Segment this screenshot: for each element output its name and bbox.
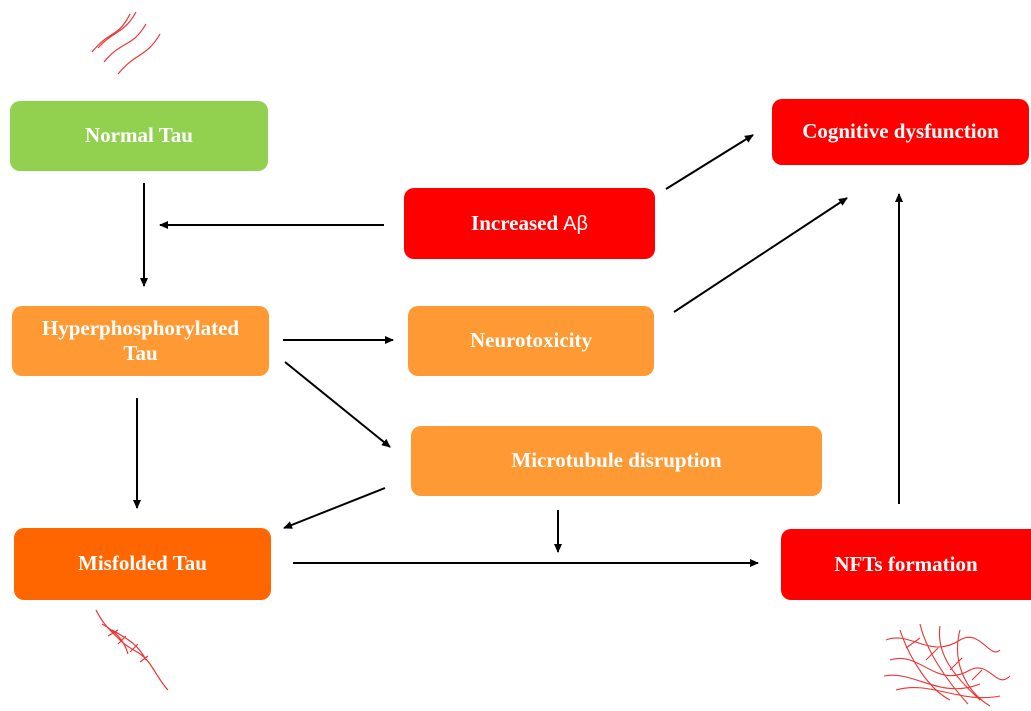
node-normal-tau: Normal Tau (10, 101, 268, 171)
node-nfts-formation-label: NFTs formation (834, 551, 978, 576)
node-misfolded-tau-label: Misfolded Tau (78, 551, 207, 576)
node-neurotoxicity: Neurotoxicity (408, 306, 654, 376)
node-microtubule-disruption: Microtubule disruption (411, 426, 822, 496)
node-cognitive-dysfunction-label: Cognitive dysfunction (802, 119, 999, 144)
node-nfts-formation: NFTs formation (781, 529, 1031, 600)
node-cognitive-dysfunction: Cognitive dysfunction (772, 99, 1029, 165)
arrow-abeta-to-cognitive (665, 134, 754, 190)
arrow-hyper-to-microtubule (284, 361, 391, 448)
abeta-symbol: Aβ (563, 212, 588, 235)
node-increased-abeta: Increased Aβ (404, 188, 655, 259)
nfts-tangle-icon (883, 623, 1011, 707)
node-increased-abeta-label: Increased (471, 210, 559, 235)
arrow-microtubule-to-misfolded (283, 487, 386, 529)
node-hyperphosphorylated-tau: Hyperphosphorylated Tau (12, 306, 269, 376)
node-neurotoxicity-label: Neurotoxicity (469, 328, 593, 353)
node-hyperphosphorylated-tau-label: Hyperphosphorylated Tau (41, 315, 240, 365)
misfolded-tau-fibers-icon (95, 609, 169, 691)
node-misfolded-tau: Misfolded Tau (14, 528, 271, 600)
node-microtubule-disruption-label: Microtubule disruption (511, 448, 722, 473)
node-normal-tau-label: Normal Tau (85, 123, 193, 148)
arrow-neurotoxicity-to-cognitive (673, 197, 848, 313)
normal-tau-fibers-icon (91, 11, 161, 75)
